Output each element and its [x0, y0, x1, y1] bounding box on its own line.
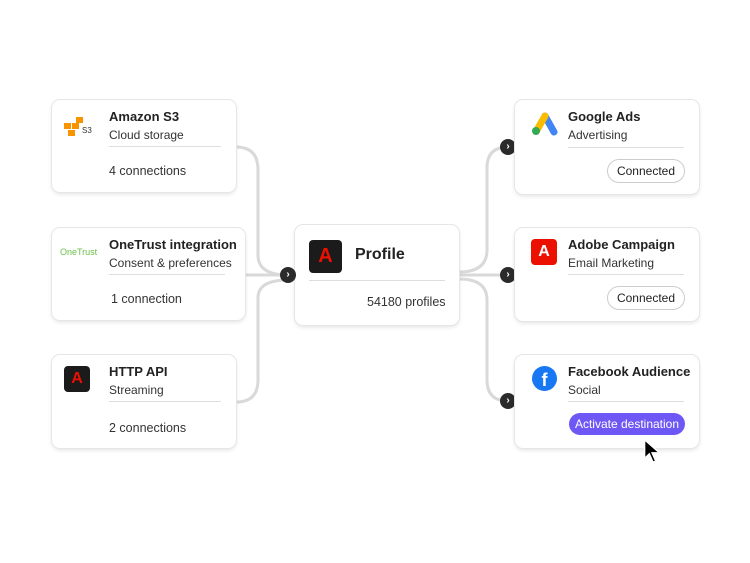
- destination-subtitle: Advertising: [568, 128, 628, 142]
- destination-card-google-ads[interactable]: Google Ads Advertising Connected: [515, 100, 699, 194]
- profile-card[interactable]: A Profile 54180 profiles: [295, 225, 459, 325]
- mouse-cursor-icon: [643, 438, 662, 464]
- adobe-logo-icon: A: [309, 240, 342, 273]
- amazon-s3-logo-icon: S3: [64, 117, 98, 139]
- connected-button[interactable]: Connected: [607, 286, 685, 310]
- destination-subtitle: Social: [568, 383, 601, 397]
- source-subtitle: Streaming: [109, 383, 164, 397]
- connection-count: 4 connections: [109, 164, 187, 178]
- chevron-right-icon: ›: [500, 139, 516, 155]
- chevron-right-icon: ›: [500, 393, 516, 409]
- destination-subtitle: Email Marketing: [568, 256, 655, 270]
- divider: [109, 401, 221, 402]
- destination-title: Facebook Audience: [568, 364, 691, 379]
- profile-count: 54180 profiles: [367, 295, 446, 309]
- source-subtitle: Consent & preferences: [109, 256, 232, 270]
- connection-count: 1 connection: [111, 292, 182, 306]
- divider: [568, 274, 684, 275]
- source-title: Amazon S3: [109, 109, 180, 124]
- destination-card-facebook-audience[interactable]: f Facebook Audience Social Activate dest…: [515, 355, 699, 448]
- source-subtitle: Cloud storage: [109, 128, 184, 142]
- source-title: HTTP API: [109, 364, 168, 379]
- connected-button[interactable]: Connected: [607, 159, 685, 183]
- source-card-onetrust[interactable]: OneTrust OneTrust integration Consent & …: [52, 228, 245, 320]
- google-ads-logo-icon: [532, 112, 558, 136]
- divider: [309, 280, 445, 281]
- divider: [568, 147, 684, 148]
- chevron-right-icon: ›: [500, 267, 516, 283]
- adobe-logo-icon: A: [531, 239, 557, 265]
- source-title: OneTrust integration: [109, 237, 237, 252]
- connection-count: 2 connections: [109, 421, 187, 435]
- source-card-http-api[interactable]: A HTTP API Streaming 2 connections: [52, 355, 236, 448]
- facebook-logo-icon: f: [532, 366, 557, 391]
- activate-destination-button[interactable]: Activate destination: [569, 413, 685, 435]
- chevron-right-icon: ›: [280, 267, 296, 283]
- divider: [109, 274, 225, 275]
- destination-title: Adobe Campaign: [568, 237, 675, 252]
- destination-card-adobe-campaign[interactable]: A Adobe Campaign Email Marketing Connect…: [515, 228, 699, 321]
- destination-title: Google Ads: [568, 109, 641, 124]
- divider: [568, 401, 684, 402]
- profile-title: Profile: [355, 246, 405, 263]
- onetrust-logo-icon: OneTrust: [60, 247, 98, 257]
- divider: [109, 146, 221, 147]
- adobe-logo-icon: A: [64, 366, 90, 392]
- source-card-amazon-s3[interactable]: S3 Amazon S3 Cloud storage 4 connections: [52, 100, 236, 192]
